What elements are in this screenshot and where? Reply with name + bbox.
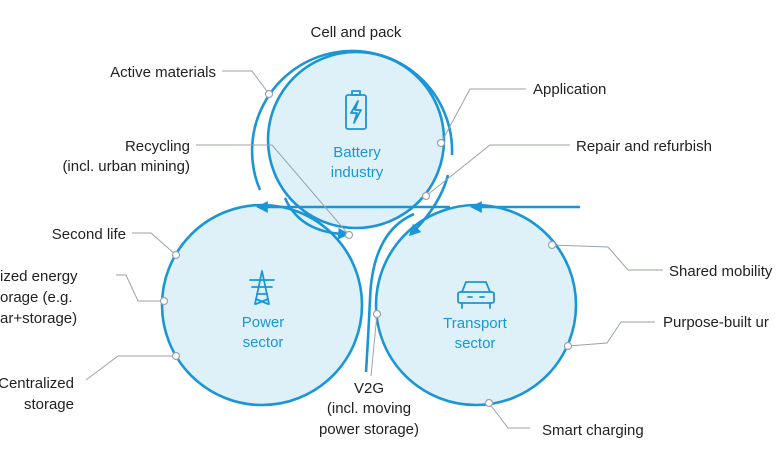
dot-smart-charging: [484, 398, 494, 408]
car-icon: [457, 281, 495, 309]
dot-active-materials: [264, 89, 274, 99]
leader-repair: [425, 144, 570, 197]
label-shared-mobility: Shared mobility: [669, 263, 773, 280]
dot-decentralized: [159, 296, 169, 306]
dot-shared-mobility: [547, 240, 557, 250]
dot-v2g: [372, 309, 382, 319]
label-recycling-line1: Recycling: [125, 138, 190, 155]
leader-centralized: [85, 355, 176, 381]
label-repair: Repair and refurbish: [576, 138, 712, 155]
leader-v2g: [370, 313, 378, 377]
leader-second-life: [132, 232, 177, 256]
label-smart-charging: Smart charging: [542, 422, 644, 439]
label-decentralized-line3: ar+storage): [0, 310, 77, 327]
recycling-flow-arrow: [283, 197, 350, 240]
label-centralized-line2: storage: [24, 396, 74, 413]
label-v2g-line2: (incl. moving: [327, 400, 411, 417]
leader-application: [440, 88, 526, 144]
battery-circle-label-line1: Battery: [333, 144, 381, 161]
dot-centralized: [171, 351, 181, 361]
dot-second-life: [171, 250, 181, 260]
label-v2g-line3: power storage): [319, 421, 419, 438]
battery-icon: [345, 90, 367, 130]
cell-pack-arc: [250, 49, 454, 191]
repair-flow-arrow: [408, 174, 450, 237]
leader-active-materials: [222, 70, 270, 95]
leader-purpose-built: [567, 321, 655, 347]
dot-repair: [421, 191, 431, 201]
label-purpose-built: Purpose-built ur: [663, 314, 769, 331]
power-sector-circle: [160, 203, 364, 407]
leader-smart-charging: [488, 402, 530, 429]
leader-shared-mobility: [551, 244, 663, 271]
transport-circle-label-line1: Transport: [443, 315, 507, 332]
label-cell-and-pack: Cell and pack: [311, 24, 402, 41]
v2g-flow-curve: [364, 212, 415, 373]
leader-decentralized: [116, 274, 164, 302]
label-v2g-line1: V2G: [354, 380, 384, 397]
dot-recycling: [344, 230, 354, 240]
power-circle-label-line2: sector: [243, 334, 284, 351]
power-circle-label-line1: Power: [242, 314, 285, 331]
power-tower-icon: [249, 270, 275, 305]
label-second-life: Second life: [52, 226, 126, 243]
label-decentralized-line2: orage (e.g.: [0, 289, 73, 306]
transport-sector-circle: [374, 203, 578, 407]
label-decentralized-line1: ized energy: [0, 268, 78, 285]
battery-circle-label-line2: industry: [331, 164, 384, 181]
label-application: Application: [533, 81, 606, 98]
dot-application: [436, 138, 446, 148]
label-active-materials: Active materials: [110, 64, 216, 81]
dot-purpose-built: [563, 341, 573, 351]
leader-recycling: [196, 144, 350, 236]
transport-circle-label-line2: sector: [455, 335, 496, 352]
label-recycling-line2: (incl. urban mining): [62, 158, 190, 175]
label-centralized-line1: Centralized: [0, 375, 74, 392]
battery-industry-circle: [266, 50, 446, 230]
